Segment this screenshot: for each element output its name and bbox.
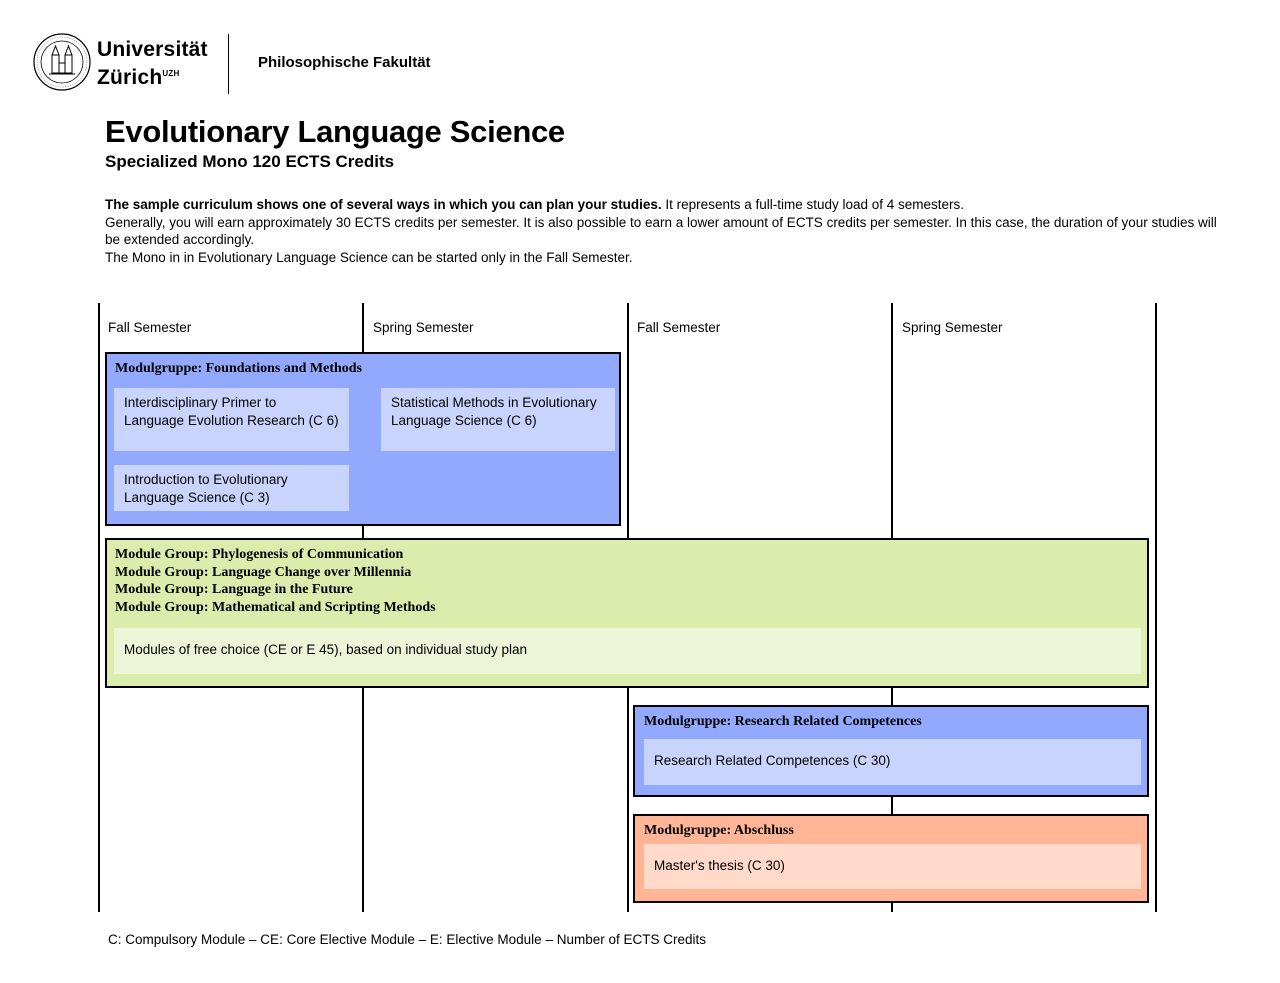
semester-divider [1155, 303, 1157, 912]
university-name-line1: Universität [97, 38, 208, 61]
university-name: Universität ZürichUZH [97, 38, 208, 90]
semester-divider [98, 303, 100, 912]
module-group-title: Modulgruppe: Research Related Competence… [644, 714, 922, 729]
semester-label-3: Fall Semester [637, 320, 721, 335]
legend-footnote: C: Compulsory Module – CE: Core Elective… [108, 932, 706, 947]
semester-label-4: Spring Semester [902, 320, 1003, 335]
module-group-title: Modulgruppe: Abschluss [644, 823, 794, 838]
intro-lead-bold: The sample curriculum shows one of sever… [105, 197, 662, 212]
page-title: Evolutionary Language Science [105, 114, 565, 149]
module-group-title-2: Module Group: Language Change over Mille… [115, 564, 412, 580]
module-statistical-methods: Statistical Methods in Evolutionary Lang… [381, 388, 615, 451]
page-subtitle: Specialized Mono 120 ECTS Credits [105, 152, 395, 171]
module-interdisciplinary-primer: Interdisciplinary Primer to Language Evo… [114, 388, 349, 451]
intro-lead-rest: It represents a full-time study load of … [661, 197, 965, 212]
semester-label-1: Fall Semester [108, 320, 192, 335]
module-group-thesis: Modulgruppe: Abschluss Master's thesis (… [633, 814, 1149, 903]
module-group-research: Modulgruppe: Research Related Competence… [633, 705, 1149, 797]
header-divider [228, 34, 229, 94]
module-group-title-1: Module Group: Phylogenesis of Communicat… [115, 547, 404, 562]
module-masters-thesis: Master's thesis (C 30) [644, 844, 1141, 889]
module-research-competences: Research Related Competences (C 30) [644, 739, 1141, 785]
faculty-name: Philosophische Fakultät [258, 54, 431, 71]
module-free-choice: Modules of free choice (CE or E 45), bas… [114, 628, 1141, 674]
intro-line-start: The Mono in in Evolutionary Language Sci… [105, 249, 633, 265]
university-abbrev: UZH [162, 69, 180, 78]
module-intro-evolutionary: Introduction to Evolutionary Language Sc… [114, 465, 349, 511]
module-group-foundations: Modulgruppe: Foundations and Methods Int… [105, 352, 621, 526]
module-group-title-4: Module Group: Mathematical and Scripting… [115, 599, 436, 615]
intro-text: The sample curriculum shows one of sever… [105, 196, 1225, 266]
university-seal-logo [33, 33, 91, 91]
university-name-line2: Zürich [97, 66, 163, 89]
module-group-title-3: Module Group: Language in the Future [115, 582, 353, 597]
intro-line-credits: Generally, you will earn approximately 3… [105, 214, 1217, 248]
module-group-electives: Module Group: Phylogenesis of Communicat… [105, 538, 1149, 688]
semester-label-2: Spring Semester [373, 320, 474, 335]
module-group-title: Modulgruppe: Foundations and Methods [115, 361, 363, 376]
